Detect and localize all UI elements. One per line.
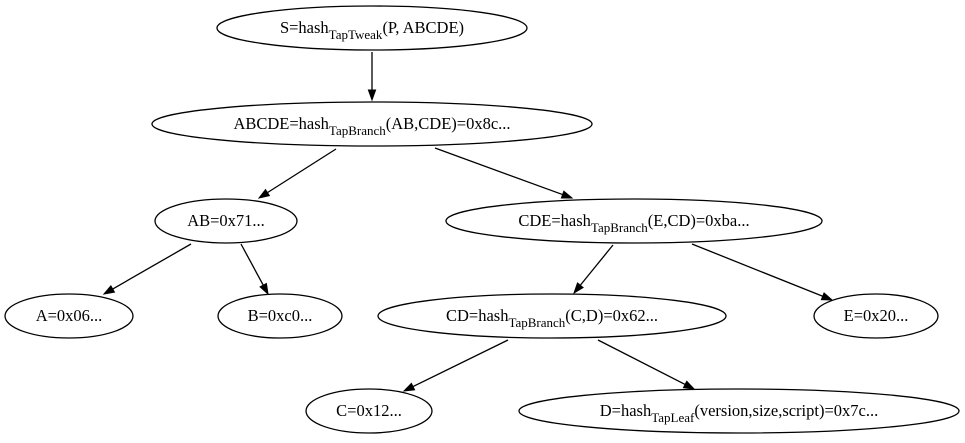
node-cd: CD=hashTapBranch(C,D)=0x62... xyxy=(377,293,727,339)
node-ellipse xyxy=(217,293,343,339)
edge-line xyxy=(691,243,823,297)
node-label-subscript: TapBranch xyxy=(591,220,648,235)
arrowhead-icon xyxy=(259,282,269,296)
node-label-subscript: TapTweak xyxy=(329,27,383,42)
node-cde: CDE=hashTapBranch(E,CD)=0xba... xyxy=(445,198,823,244)
node-label-args: (AB,CDE)=0x8c... xyxy=(386,114,511,133)
arrowhead-icon xyxy=(573,282,584,295)
edge-line xyxy=(579,244,614,286)
edge-s-to-abcde xyxy=(367,52,377,102)
edge-line xyxy=(240,243,264,286)
node-label-args: (P, ABCDE) xyxy=(382,18,464,37)
node-label-main: C=0x12... xyxy=(336,401,402,420)
node-label: AB=0x71... xyxy=(187,211,265,230)
node-ellipse xyxy=(377,293,727,339)
edge-cd-to-c xyxy=(402,339,509,392)
arrowhead-icon xyxy=(682,380,696,390)
node-label-main: B=0xc0... xyxy=(248,306,313,325)
edge-ab-to-b xyxy=(240,243,269,296)
edge-line xyxy=(597,339,686,386)
node-ellipse xyxy=(305,388,433,434)
node-label: CDE=hashTapBranch(E,CD)=0xba... xyxy=(518,211,749,235)
node-s: S=hashTapTweak(P, ABCDE) xyxy=(216,5,528,51)
node-label-subscript: TapLeaf xyxy=(651,410,695,425)
edges xyxy=(102,52,834,392)
edge-cde-to-cd xyxy=(573,244,614,295)
edge-cd-to-d xyxy=(597,339,696,390)
node-label-main: ABCDE=hash xyxy=(233,114,329,133)
node-label: E=0x20... xyxy=(844,306,909,325)
edge-line xyxy=(412,339,509,388)
nodes: S=hashTapTweak(P, ABCDE)ABCDE=hashTapBra… xyxy=(4,5,960,434)
node-label: S=hashTapTweak(P, ABCDE) xyxy=(280,18,464,42)
arrowhead-icon xyxy=(367,89,377,102)
edge-ab-to-a xyxy=(102,243,192,295)
node-label-args: (C,D)=0x62... xyxy=(565,306,658,325)
node-ellipse xyxy=(154,198,298,244)
node-label: C=0x12... xyxy=(336,401,402,420)
node-e: E=0x20... xyxy=(813,293,939,339)
node-ellipse xyxy=(216,5,528,51)
node-label-subscript: TapBranch xyxy=(508,315,565,330)
node-label: B=0xc0... xyxy=(248,306,313,325)
node-label-main: S=hash xyxy=(280,18,329,37)
node-label-main: E=0x20... xyxy=(844,306,909,325)
node-label-main: CDE=hash xyxy=(518,211,591,230)
node-c: C=0x12... xyxy=(305,388,433,434)
node-ab: AB=0x71... xyxy=(154,198,298,244)
edge-line xyxy=(112,243,192,290)
node-label: CD=hashTapBranch(C,D)=0x62... xyxy=(446,306,658,330)
node-b: B=0xc0... xyxy=(217,293,343,339)
edge-cde-to-e xyxy=(691,243,834,301)
node-label-main: D=hash xyxy=(600,401,652,420)
arrowhead-icon xyxy=(402,382,416,392)
node-label: ABCDE=hashTapBranch(AB,CDE)=0x8c... xyxy=(233,114,510,138)
node-label-main: AB=0x71... xyxy=(187,211,265,230)
node-d: D=hashTapLeaf(version,size,script)=0x7c.… xyxy=(518,388,960,434)
node-ellipse xyxy=(445,198,823,244)
node-abcde: ABCDE=hashTapBranch(AB,CDE)=0x8c... xyxy=(151,101,593,147)
edge-line xyxy=(267,148,337,194)
node-label-subscript: TapBranch xyxy=(329,123,386,138)
node-ellipse xyxy=(151,101,593,147)
node-ellipse xyxy=(4,293,134,339)
node-a: A=0x06... xyxy=(4,293,134,339)
node-label-main: A=0x06... xyxy=(36,306,103,325)
node-ellipse xyxy=(518,388,960,434)
node-label: D=hashTapLeaf(version,size,script)=0x7c.… xyxy=(600,401,878,425)
arrowhead-icon xyxy=(820,292,834,301)
node-ellipse xyxy=(813,293,939,339)
arrowhead-icon xyxy=(257,188,271,199)
edge-abcde-to-ab xyxy=(257,148,337,199)
node-label-args: (version,size,script)=0x7c... xyxy=(694,401,878,420)
edge-abcde-to-cde xyxy=(434,147,574,199)
arrowhead-icon xyxy=(560,190,574,199)
arrowhead-icon xyxy=(102,285,116,295)
edge-line xyxy=(434,147,563,196)
node-label: A=0x06... xyxy=(36,306,103,325)
node-label-args: (E,CD)=0xba... xyxy=(648,211,750,230)
node-label-main: CD=hash xyxy=(446,306,509,325)
